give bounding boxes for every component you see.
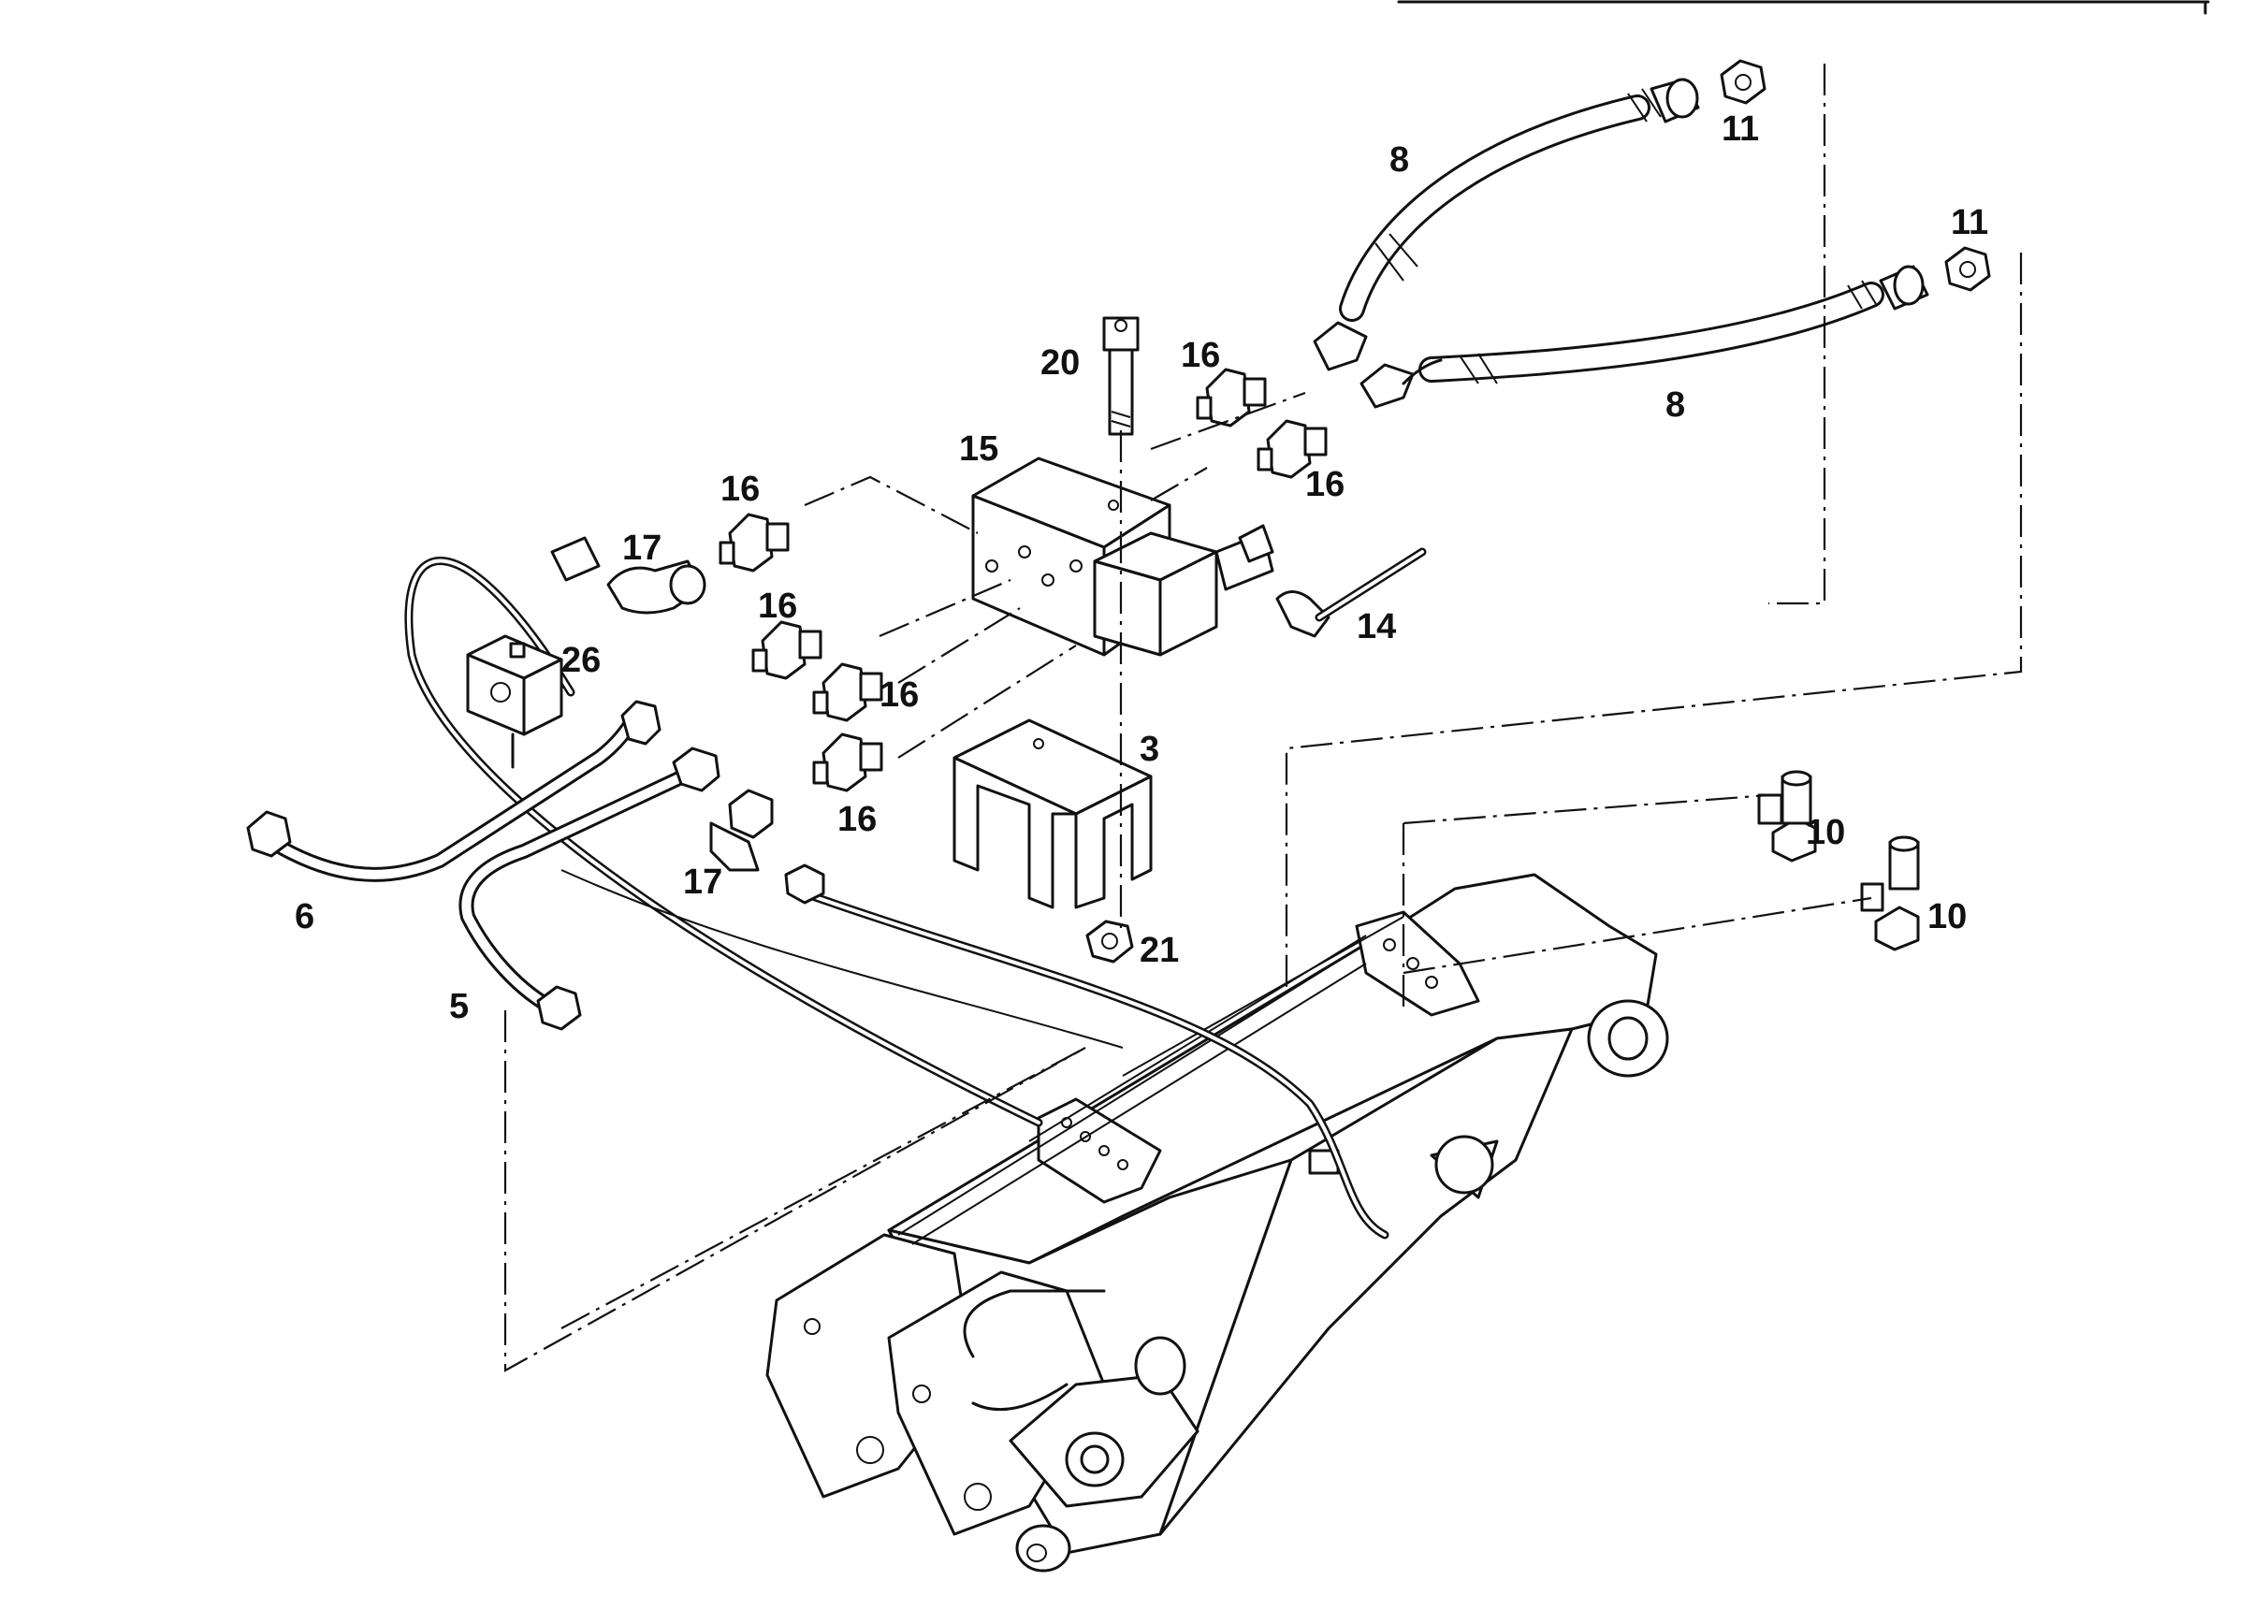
label-16-left-mid: 16 bbox=[758, 587, 797, 626]
nut-11-lower bbox=[1944, 246, 1991, 292]
label-6: 6 bbox=[295, 897, 314, 936]
fitting-16-e bbox=[812, 662, 883, 722]
label-15: 15 bbox=[959, 429, 998, 469]
label-3: 3 bbox=[1140, 730, 1159, 769]
label-11-lower: 11 bbox=[1951, 203, 1988, 242]
boom-arm bbox=[765, 873, 1669, 1573]
label-8-upper: 8 bbox=[1389, 140, 1409, 180]
bracket-3 bbox=[952, 718, 1153, 909]
hose-8-lower bbox=[1359, 265, 1929, 409]
fitting-16-b bbox=[1257, 419, 1328, 479]
label-10-upper: 10 bbox=[1806, 813, 1845, 852]
nut-11-upper bbox=[1720, 59, 1766, 105]
fitting-16-c bbox=[719, 513, 790, 573]
label-16-left-upper: 16 bbox=[720, 470, 760, 509]
elbow-17-lower bbox=[709, 789, 825, 905]
hose-8-upper bbox=[1313, 78, 1700, 371]
fitting-16-f bbox=[812, 732, 883, 792]
bolt-20 bbox=[1102, 316, 1140, 436]
fitting-16-d bbox=[751, 620, 822, 680]
label-17-upper: 17 bbox=[622, 529, 662, 568]
part-labels: 8 8 11 11 20 16 16 16 16 16 16 15 17 17 … bbox=[295, 109, 1988, 1026]
elbow-17-upper bbox=[550, 536, 706, 615]
label-8-lower: 8 bbox=[1665, 385, 1685, 425]
label-26: 26 bbox=[561, 641, 601, 680]
fitting-16-a bbox=[1196, 368, 1267, 428]
label-16-mid: 16 bbox=[880, 675, 919, 715]
long-hoses bbox=[404, 557, 1389, 1240]
label-5: 5 bbox=[449, 987, 469, 1026]
label-16-lower: 16 bbox=[837, 800, 877, 839]
page-frame bbox=[1397, 0, 2210, 15]
label-17-lower: 17 bbox=[683, 863, 722, 902]
clamp-26 bbox=[466, 634, 563, 769]
label-14: 14 bbox=[1357, 607, 1396, 646]
label-16-right: 16 bbox=[1305, 465, 1345, 504]
angle-fitting-10-a bbox=[1757, 770, 1817, 863]
label-16-top: 16 bbox=[1181, 336, 1220, 375]
valve-block-15 bbox=[971, 457, 1274, 657]
label-11-upper: 11 bbox=[1722, 109, 1759, 149]
pipe-5 bbox=[458, 747, 720, 1031]
elbow-14 bbox=[1275, 547, 1427, 638]
angle-fitting-10-b bbox=[1860, 835, 1920, 951]
nut-21 bbox=[1085, 920, 1134, 964]
pipe-6 bbox=[246, 700, 662, 882]
label-20: 20 bbox=[1040, 343, 1080, 383]
center-lines bbox=[503, 64, 2023, 1372]
label-10-lower: 10 bbox=[1927, 897, 1967, 936]
label-21: 21 bbox=[1140, 931, 1179, 970]
